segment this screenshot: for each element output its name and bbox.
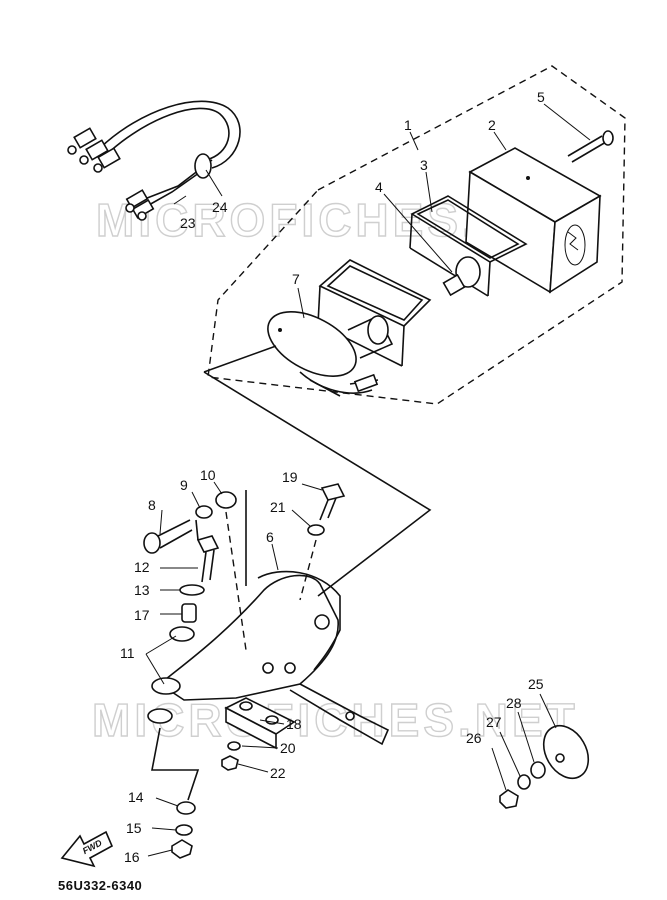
nut-16 (171, 839, 193, 859)
callout-24: 24 (212, 199, 228, 215)
bracket (158, 570, 390, 746)
callout-15: 15 (126, 820, 142, 836)
callout-8: 8 (148, 497, 156, 513)
callout-2: 2 (488, 117, 496, 133)
reflector-25 (542, 724, 590, 780)
callout-3: 3 (420, 157, 428, 173)
callout-19: 19 (282, 469, 298, 485)
assembly-boundary (207, 65, 626, 405)
grommet-10 (215, 491, 237, 509)
callout-16: 16 (124, 849, 140, 865)
callouts: 1 2 3 4 5 6 7 8 9 10 11 12 13 14 15 16 1… (120, 89, 545, 865)
callout-21: 21 (270, 499, 286, 515)
bolt-8 (143, 519, 193, 554)
damper-11a (169, 626, 195, 642)
base-gasket (318, 259, 432, 327)
callout-10: 10 (200, 467, 216, 483)
callout-14: 14 (128, 789, 144, 805)
bolt-12 (196, 535, 220, 583)
washer-27 (517, 774, 531, 790)
nut-22 (221, 755, 239, 771)
callout-9: 9 (180, 477, 188, 493)
washer-15 (175, 824, 193, 836)
callout-1: 1 (404, 117, 412, 133)
lamp-socket (267, 311, 394, 397)
connector-group-bottom (125, 189, 155, 221)
callout-18: 18 (286, 716, 302, 732)
callout-26: 26 (466, 730, 482, 746)
screw (567, 130, 614, 163)
washer-21 (307, 524, 325, 536)
lamp-housing (465, 147, 602, 294)
callout-11: 11 (120, 645, 135, 661)
callout-28: 28 (506, 695, 522, 711)
diagram-code: 56U332-6340 (58, 878, 143, 893)
washer-20 (227, 741, 241, 751)
callout-12: 12 (134, 559, 150, 575)
callout-17: 17 (134, 607, 150, 623)
damper-11c (147, 708, 173, 724)
callout-27: 27 (486, 714, 502, 730)
callout-13: 13 (134, 582, 150, 598)
washer-13 (179, 584, 205, 596)
lens-gasket (410, 195, 528, 263)
bulb (442, 256, 481, 297)
callout-20: 20 (280, 740, 296, 756)
callout-23: 23 (180, 215, 196, 231)
washer-14 (176, 801, 196, 815)
damper-11b (151, 677, 181, 695)
leader-lines (145, 103, 591, 857)
nut-26 (499, 789, 519, 809)
callout-22: 22 (270, 765, 286, 781)
callout-6: 6 (266, 529, 274, 545)
collar-17 (181, 603, 197, 623)
front-arrow: FWD (60, 830, 114, 868)
callout-25: 25 (528, 676, 544, 692)
connection-lines (151, 345, 432, 801)
washer-9 (195, 505, 213, 519)
washer-28 (530, 761, 546, 779)
mount-block (224, 697, 296, 750)
callout-4: 4 (375, 179, 383, 195)
callout-5: 5 (537, 89, 545, 105)
callout-7: 7 (292, 271, 300, 287)
connector-group-top (67, 127, 121, 173)
bolt-19 (319, 483, 346, 521)
